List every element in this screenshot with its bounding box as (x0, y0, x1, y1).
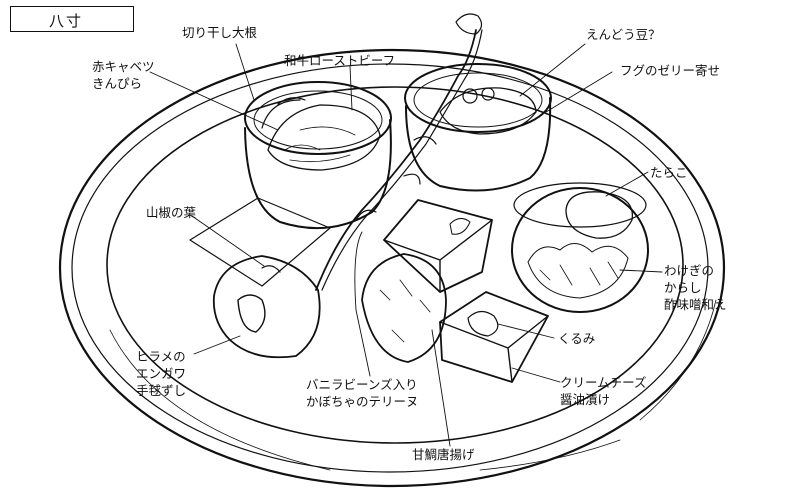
label-hirame-line3: 手毬ずし (136, 383, 187, 398)
plate-well-line (106, 86, 684, 444)
label-amadai-karaage: 甘鯛唐揚げ (412, 447, 475, 462)
roast-beef (267, 104, 381, 171)
label-vanilla-line2: かぼちゃのテリーヌ (306, 394, 419, 409)
pea-1 (462, 88, 478, 104)
label-endou-mame: えんどう豆？ (586, 27, 661, 42)
page-title: 八寸 (49, 12, 84, 30)
label-akakyabetsu-line2: きんぴら (92, 76, 143, 91)
fugu-jelly (439, 87, 537, 135)
label-wagyu-roast-beef: 和牛ローストビーフ (284, 53, 396, 68)
pea-2 (481, 87, 495, 101)
label-vanilla-line1: バニラビーンズ入り (306, 377, 418, 392)
label-sansho-leaf: 山椒の葉 (146, 205, 197, 220)
label-wakegi-line2: からし (664, 280, 702, 295)
label-kiriboshi-daikon: 切り干し大根 (182, 25, 258, 40)
paper-sheet (189, 197, 331, 287)
label-wakegi-line3: 酢味噌和え (664, 297, 727, 312)
label-fugu-jelly: フグのゼリー寄せ (620, 63, 721, 78)
label-hirame-line1: ヒラメの (136, 349, 186, 364)
label-kurumi: くるみ (558, 331, 596, 346)
sansho-leaf (261, 265, 281, 273)
label-tarako: たらこ (650, 165, 688, 180)
label-hirame-line2: エンガワ (136, 366, 187, 381)
plate-shading (109, 299, 717, 471)
walnut (467, 310, 499, 337)
cream-cheese (439, 291, 549, 383)
plate-rim-inner-line (71, 63, 709, 473)
glass-bowl (511, 182, 649, 313)
cup-left (244, 81, 392, 230)
tarako (565, 191, 634, 239)
leader-lines (149, 43, 663, 447)
terrine-block (383, 199, 493, 293)
cup-right (404, 63, 552, 192)
amadai-karaage (361, 253, 447, 363)
label-wakegi-line1: わけぎの (664, 263, 715, 278)
label-akakyabetsu-line1: 赤キャベツ (92, 59, 155, 74)
title-box: 八寸 (10, 6, 134, 32)
label-cream-cheese-line2: 醤油漬け (560, 392, 611, 407)
wakegi (527, 243, 629, 299)
plate (58, 48, 726, 488)
plum-bud-top (455, 13, 483, 35)
plate-outer-rim (58, 48, 726, 488)
hirame-temari-sushi (212, 255, 321, 359)
label-cream-cheese-line1: クリームチーズ (560, 375, 647, 390)
plum-branch (315, 13, 483, 291)
